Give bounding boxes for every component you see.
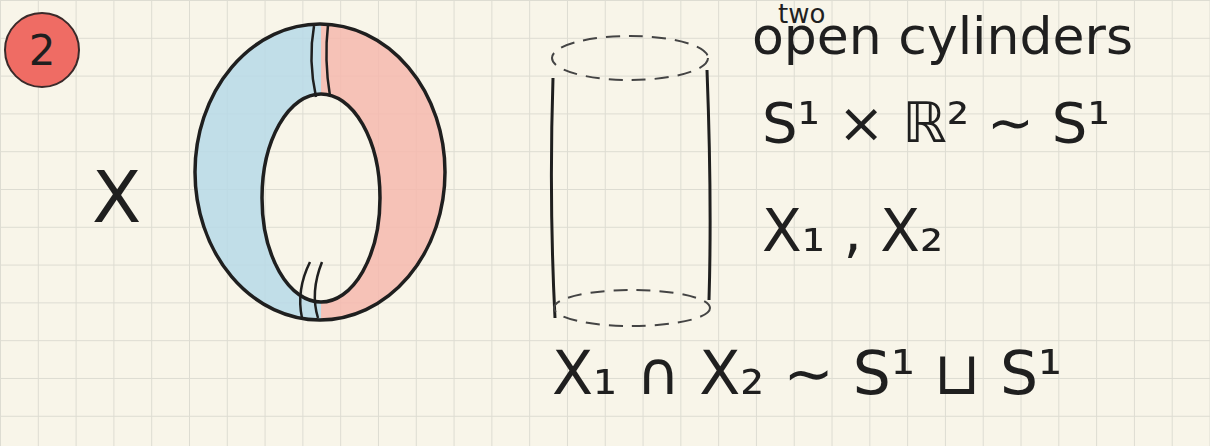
cut-line <box>315 262 322 318</box>
math-note: S¹ × ℝ² ∼ S¹ <box>762 92 1110 154</box>
outer-outline <box>195 24 445 320</box>
cylinder-bottom <box>554 290 710 326</box>
circled-number: 2 <box>4 12 80 88</box>
inner-outline <box>262 94 380 302</box>
space-label: X <box>92 158 141 237</box>
cut-line <box>311 26 316 97</box>
cut-line <box>300 262 310 318</box>
cylinder-side <box>707 70 710 300</box>
math-note: X₁ , X₂ <box>762 200 943 264</box>
red-half <box>321 24 445 320</box>
cylinder-side <box>551 78 555 318</box>
note-text: open cylinders <box>752 8 1133 65</box>
number-text: 2 <box>29 26 56 75</box>
math-note: X₁ ∩ X₂ ∼ S¹ ⊔ S¹ <box>552 340 1062 406</box>
blue-half <box>195 24 321 320</box>
cylinder-top <box>552 36 708 80</box>
cut-line <box>326 25 330 96</box>
